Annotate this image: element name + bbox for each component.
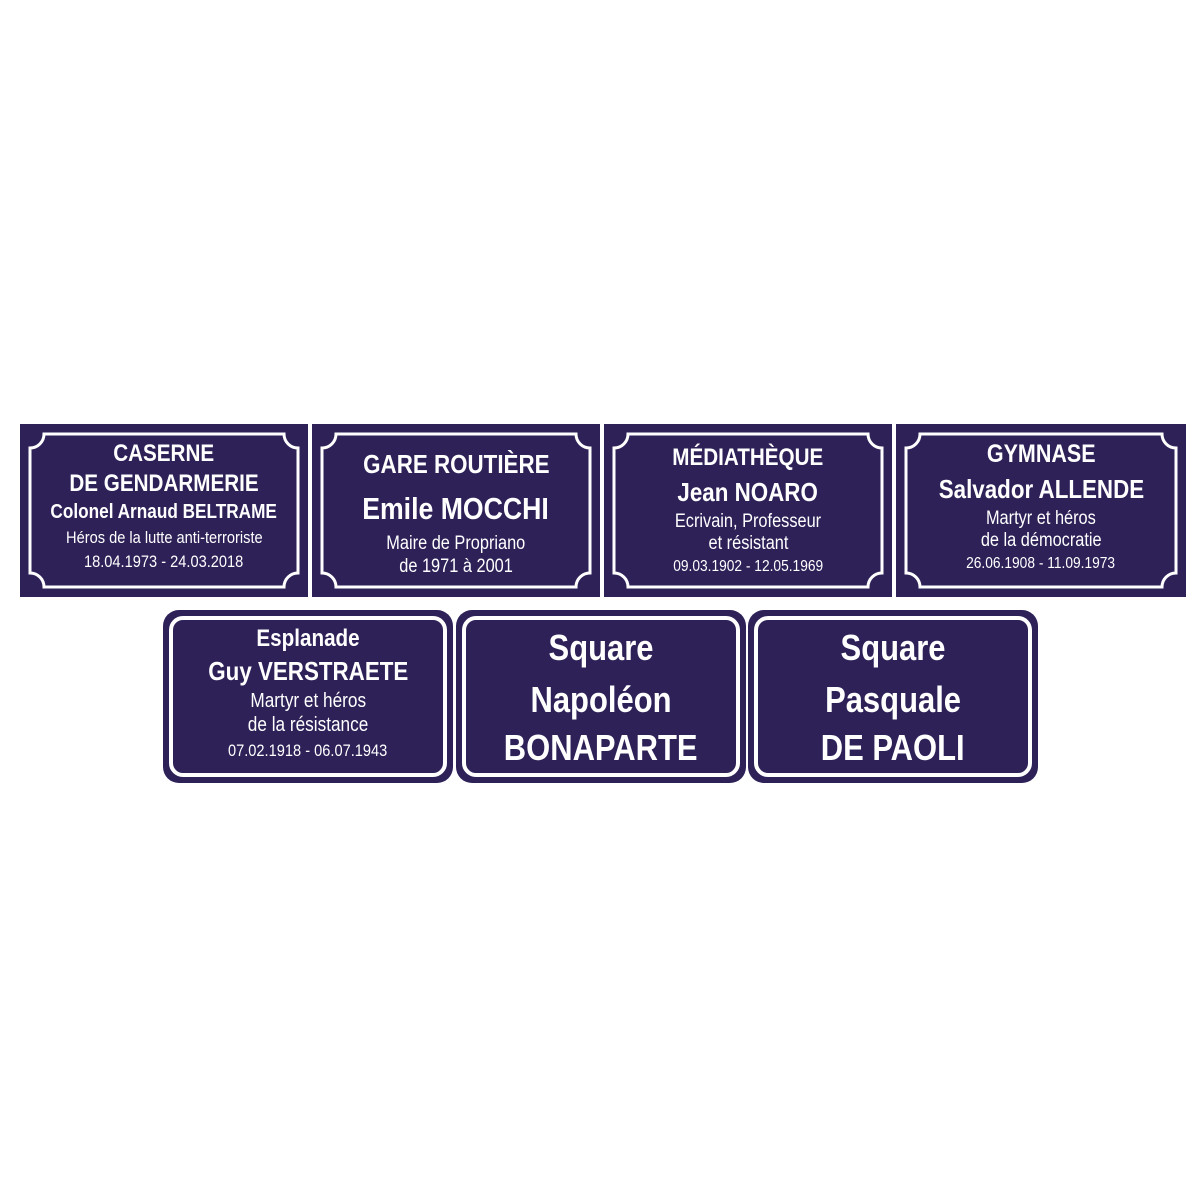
sign-subtitle: Maire de Propriano	[386, 533, 526, 554]
sign-border-line	[320, 432, 592, 589]
sign-title: CASERNE	[113, 440, 215, 467]
street-sign-mediatheque: MÉDIATHÈQUE Jean NOARO Ecrivain, Profess…	[604, 424, 892, 597]
street-sign-gymnase: GYMNASE Salvador ALLENDE Martyr et héros…	[896, 424, 1186, 597]
street-sign-depaoli: Square Pasquale DE PAOLI	[748, 610, 1038, 783]
street-sign-bonaparte: Square Napoléon BONAPARTE	[456, 610, 746, 783]
sign-border-line	[904, 432, 1178, 589]
sign-title: DE GENDARMERIE	[69, 470, 259, 497]
sign-dates: 07.02.1918 - 06.07.1943	[228, 741, 388, 760]
sign-border-line	[169, 616, 447, 777]
street-sign-caserne: CASERNE DE GENDARMERIE Colonel Arnaud BE…	[20, 424, 308, 597]
sign-name: Colonel Arnaud BELTRAME	[50, 501, 278, 523]
sign-dates: 18.04.1973 - 24.03.2018	[84, 552, 244, 571]
sign-title: Square	[840, 627, 946, 668]
sign-subtitle: de la résistance	[247, 714, 369, 736]
sign-border-frame	[320, 432, 592, 589]
sign-title: MÉDIATHÈQUE	[672, 444, 824, 471]
sign-name: Jean NOARO	[677, 477, 819, 507]
sign-name: Napoléon	[530, 679, 672, 720]
sign-border-frame	[169, 616, 447, 777]
sign-border-line	[28, 432, 300, 589]
sign-dates: 26.06.1908 - 11.09.1973	[966, 555, 1116, 572]
sign-title: Square	[548, 627, 654, 668]
sign-name: DE PAOLI	[821, 727, 965, 768]
sign-name: BONAPARTE	[504, 727, 698, 768]
sign-name: Salvador ALLENDE	[938, 474, 1144, 504]
sign-border-frame	[904, 432, 1178, 589]
sign-border-line	[462, 616, 740, 777]
sign-title: GARE ROUTIÈRE	[362, 449, 550, 479]
sign-border-frame	[754, 616, 1032, 777]
sign-subtitle: Martyr et héros	[250, 690, 366, 712]
sign-name: Guy VERSTRAETE	[207, 656, 409, 686]
sign-subtitle: de 1971 à 2001	[399, 556, 513, 577]
sign-border-frame	[462, 616, 740, 777]
sign-border-line	[612, 432, 884, 589]
sign-border-frame	[612, 432, 884, 589]
sign-subtitle: Héros de la lutte anti-terroriste	[65, 528, 263, 547]
street-sign-esplanade: Esplanade Guy VERSTRAETE Martyr et héros…	[163, 610, 453, 783]
sign-subtitle: Ecrivain, Professeur	[674, 511, 822, 532]
sign-subtitle: de la démocratie	[980, 530, 1102, 551]
sign-name: Emile MOCCHI	[362, 491, 550, 526]
sign-border-frame	[28, 432, 300, 589]
street-sign-gare: GARE ROUTIÈRE Emile MOCCHI Maire de Prop…	[312, 424, 600, 597]
sign-dates: 09.03.1902 - 12.05.1969	[673, 558, 823, 575]
sign-name: Pasquale	[825, 679, 961, 720]
sign-title: GYMNASE	[986, 440, 1096, 468]
sign-border-line	[754, 616, 1032, 777]
sign-subtitle: Martyr et héros	[986, 508, 1096, 529]
sign-title: Esplanade	[256, 625, 360, 652]
sign-subtitle: et résistant	[708, 533, 788, 554]
